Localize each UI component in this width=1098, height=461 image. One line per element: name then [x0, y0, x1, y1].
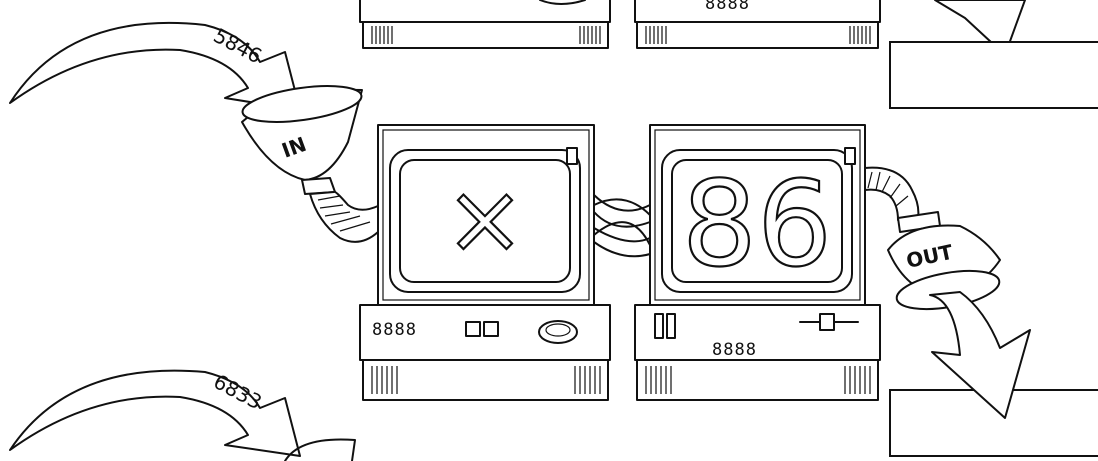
- output-arrow: [929, 291, 1031, 419]
- in-funnel: IN: [241, 85, 379, 243]
- switch-2: [666, 313, 676, 339]
- answer-box-1[interactable]: [889, 41, 1098, 109]
- panel-readout-right: 8888: [712, 340, 757, 360]
- left-button-2: [483, 321, 499, 337]
- top-readout: 8888: [705, 0, 750, 14]
- slider-knob: [819, 313, 835, 331]
- cables: [593, 194, 651, 258]
- input-arrow-2: 6833: [9, 369, 356, 461]
- left-machine: × 8888: [359, 124, 611, 401]
- input-arrow-1: 5846: [9, 21, 301, 111]
- top-machine-partial: 8888: [359, 0, 1026, 56]
- left-button-1: [465, 321, 481, 337]
- right-machine: 86 8888: [634, 124, 881, 401]
- panel-readout-left: 8888: [372, 320, 417, 340]
- operand-number: 86: [682, 155, 832, 293]
- switch-1: [654, 313, 664, 339]
- operation-symbol: ×: [445, 163, 525, 275]
- out-funnel: OUT: [864, 166, 1001, 311]
